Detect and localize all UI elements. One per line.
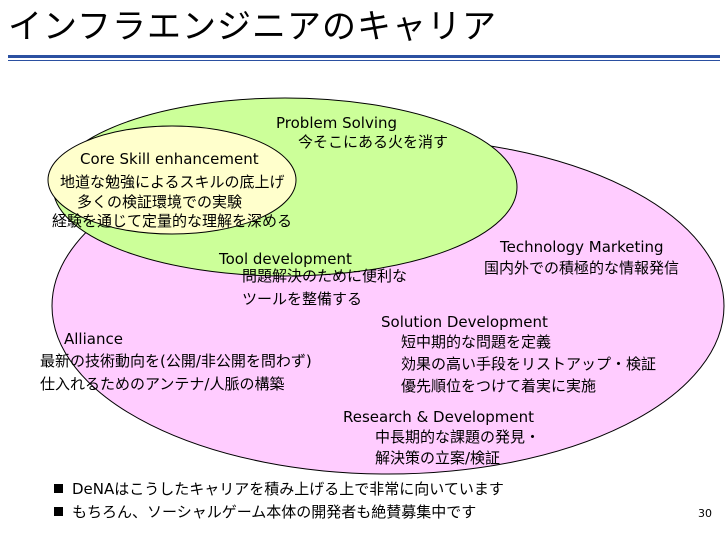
research-development-line-2: 解決策の立案/検証: [375, 449, 501, 467]
core-skill-heading: Core Skill enhancement: [80, 150, 259, 168]
title-underline: [8, 55, 720, 58]
bullet-text: DeNAはこうしたキャリアを積み上げる上で非常に向いています: [72, 480, 504, 498]
alliance-line-1: 最新の技術動向を(公開/非公開を問わず): [40, 352, 312, 370]
technology-marketing-heading: Technology Marketing: [500, 238, 664, 256]
solution-development-line-1: 短中期的な問題を定義: [401, 333, 552, 351]
problem-solving-line-1: 今そこにある火を消す: [298, 133, 449, 151]
tool-development-line-2: ツールを整備する: [242, 290, 363, 308]
solution-development-line-3: 優先順位をつけて着実に実施: [401, 377, 597, 395]
bullet-square-icon: [54, 484, 63, 493]
page-number: 30: [698, 507, 712, 520]
bullet-text: もちろん、ソーシャルゲーム本体の開発者も絶賛募集中です: [72, 503, 477, 521]
bullet-item: DeNAはこうしたキャリアを積み上げる上で非常に向いています: [54, 478, 504, 501]
alliance-line-2: 仕入れるためのアンテナ/人脈の構築: [40, 375, 285, 393]
bullet-square-icon: [54, 507, 63, 516]
problem-solving-heading: Problem Solving: [276, 114, 398, 132]
technology-marketing-line-1: 国内外での積極的な情報発信: [484, 259, 680, 277]
inner-ellipse: [47, 125, 297, 235]
bullet-item: もちろん、ソーシャルゲーム本体の開発者も絶賛募集中です: [54, 501, 504, 524]
title-underline-thin: [8, 60, 720, 61]
research-development-line-1: 中長期的な課題の発見・: [375, 428, 541, 446]
slide-title: インフラエンジニアのキャリア: [8, 7, 497, 47]
core-skill-line-3: 経験を通じて定量的な理解を深める: [52, 212, 293, 230]
bullet-list: DeNAはこうしたキャリアを積み上げる上で非常に向いています もちろん、ソーシャ…: [54, 478, 504, 524]
core-skill-line-2: 多くの検証環境での実験: [77, 193, 243, 211]
tool-development-heading: Tool development: [219, 250, 352, 268]
solution-development-heading: Solution Development: [381, 313, 548, 331]
core-skill-line-1: 地道な勉強によるスキルの底上げ: [60, 173, 285, 191]
research-development-heading: Research & Development: [343, 408, 535, 426]
alliance-heading: Alliance: [64, 330, 123, 348]
solution-development-line-2: 効果の高い手段をリストアップ・検証: [401, 355, 657, 373]
tool-development-line-1: 問題解決のために便利な: [242, 267, 408, 285]
